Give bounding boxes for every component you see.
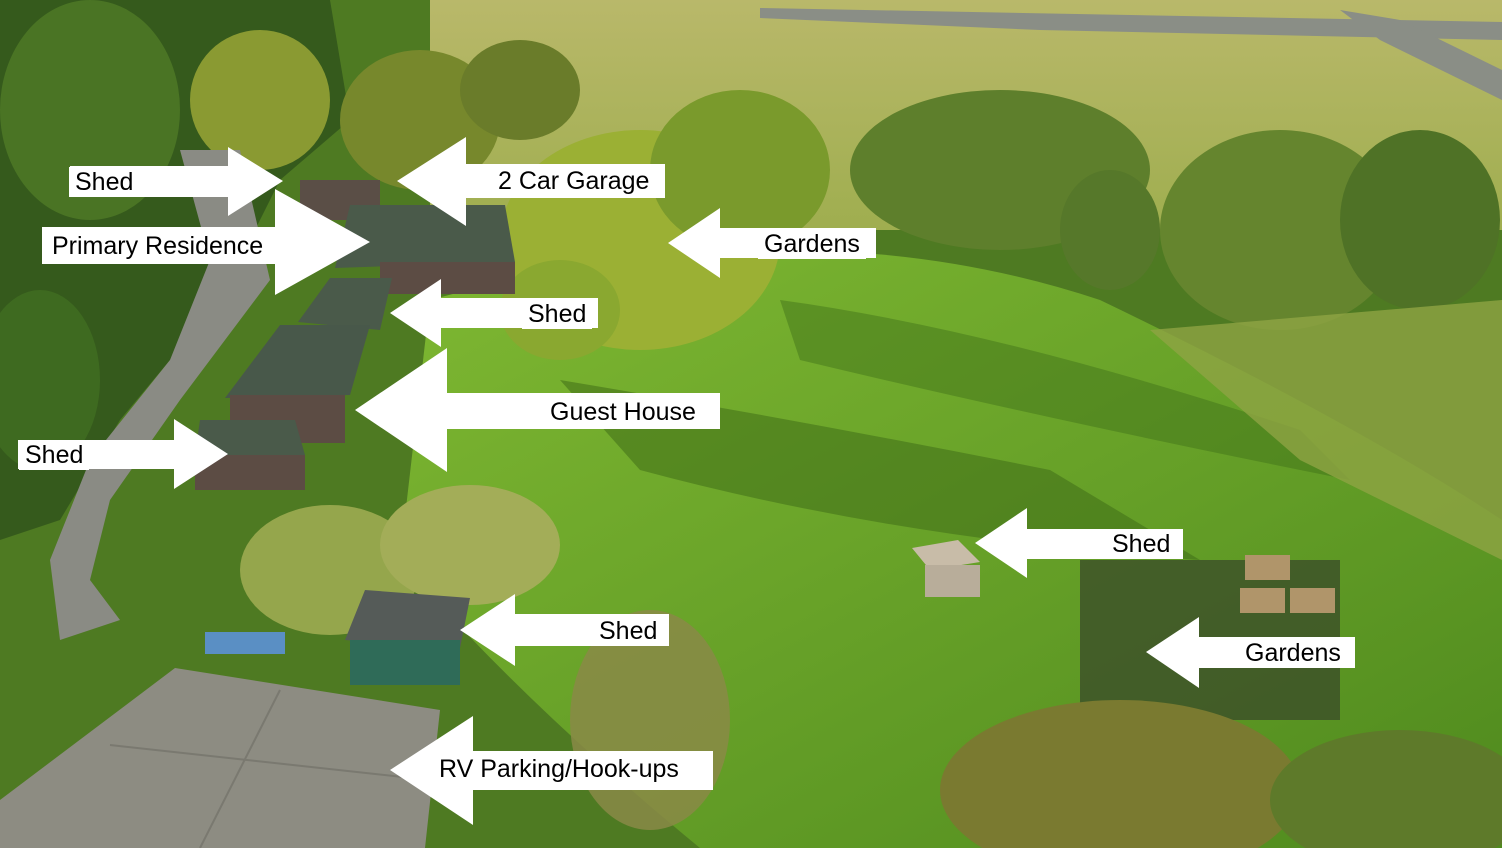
raised-bed bbox=[1245, 555, 1290, 580]
arrow-left bbox=[975, 508, 1183, 578]
tree bbox=[460, 40, 580, 140]
tree bbox=[650, 90, 830, 250]
raised-bed bbox=[1240, 588, 1285, 613]
road bbox=[760, 8, 1502, 40]
blue-tarp bbox=[205, 632, 285, 654]
bush bbox=[380, 485, 560, 605]
shed-roof bbox=[298, 278, 392, 330]
right-shed-roof bbox=[912, 540, 980, 570]
label-shed-left: Shed bbox=[19, 440, 90, 470]
road-curve bbox=[1340, 10, 1502, 100]
right-meadow bbox=[1150, 300, 1502, 560]
tree bbox=[190, 30, 330, 170]
right-shed-wall bbox=[925, 565, 980, 597]
residence-roof bbox=[335, 205, 515, 268]
residence-wall bbox=[380, 262, 515, 294]
label-gardens-bottom: Gardens bbox=[1239, 638, 1347, 668]
driveway bbox=[50, 150, 270, 640]
arrow-left bbox=[460, 594, 669, 666]
tree bbox=[0, 290, 100, 470]
pad-joint bbox=[109, 744, 431, 781]
shed-left-roof bbox=[195, 420, 305, 455]
tree bbox=[1340, 130, 1500, 310]
label-guest-house: Guest House bbox=[544, 397, 702, 427]
raised-bed bbox=[1290, 588, 1335, 613]
label-shed-bottom: Shed bbox=[593, 616, 664, 646]
label-shed-top-left: Shed bbox=[69, 167, 140, 197]
label-two-car-garage: 2 Car Garage bbox=[492, 166, 656, 196]
tree-shadow bbox=[780, 300, 1350, 480]
label-rv-parking: RV Parking/Hook-ups bbox=[433, 754, 685, 784]
arrow-left bbox=[355, 348, 720, 472]
arrow-left bbox=[390, 279, 598, 347]
green-shed-wall bbox=[350, 640, 460, 685]
arrow-right bbox=[70, 147, 283, 216]
guest-house-roof bbox=[225, 325, 370, 398]
arrow-right bbox=[18, 419, 228, 489]
pad-joint bbox=[199, 689, 281, 848]
tree bbox=[1060, 170, 1160, 290]
label-shed-right: Shed bbox=[1106, 529, 1177, 559]
label-primary-residence: Primary Residence bbox=[46, 231, 270, 261]
label-gardens-top: Gardens bbox=[758, 229, 866, 259]
label-shed-middle: Shed bbox=[522, 299, 593, 329]
foliage bbox=[1270, 730, 1502, 848]
tree bbox=[1160, 130, 1400, 330]
foliage bbox=[940, 700, 1300, 848]
green-shed-roof bbox=[345, 590, 470, 648]
tree bbox=[0, 0, 180, 220]
